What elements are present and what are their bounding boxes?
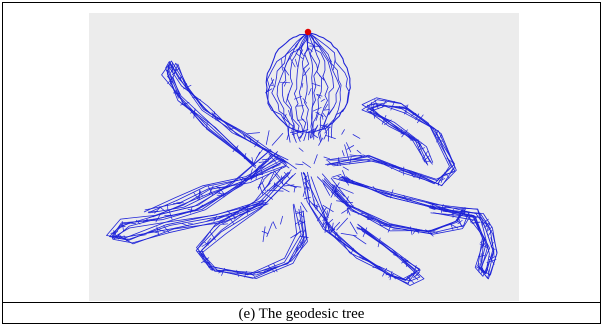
tentacle-6-strand [333,178,489,273]
body-segment [357,150,361,153]
body-segment [350,222,357,234]
tentacle-2-segment [257,272,265,273]
body-segment [281,216,283,224]
tentacle-5-segment [377,103,386,105]
body-segment [353,135,360,139]
caption-text: (e) The geodesic tree [239,306,365,323]
body-segment [323,183,330,195]
tentacle-5-strand [334,106,457,186]
geodesic-tree-illustration [89,13,519,301]
head-segment [313,107,321,111]
body-segment [314,155,317,164]
head-segment [329,107,334,115]
head-segment [314,126,318,133]
figure-caption: (e) The geodesic tree [3,302,600,325]
tentacle-8-segment [160,207,165,211]
body-segment [324,157,330,159]
head-segment [289,110,291,116]
tentacle-6-segment [443,211,447,212]
head-segment [333,60,335,70]
body-segment [299,148,303,151]
figure-image [89,13,519,301]
tentacle-1-strand [118,156,279,244]
tentacle-5-strand [332,105,455,186]
tentacle-6-strand [339,180,493,274]
body-segment [304,197,310,199]
body-segment [267,190,283,191]
body-segment [267,223,273,237]
tentacle-2-segment [252,204,260,205]
tentacle-2-segment [223,224,228,225]
head-segment [295,59,297,66]
head-segment [280,82,290,83]
body-segment [266,131,269,145]
tentacle-7-segment [368,215,369,220]
tentacle-6-strand [342,176,494,278]
body-segment [246,133,259,134]
body-segment [343,167,348,170]
body-segment [326,135,336,138]
tentacle-8-strand [150,165,286,213]
tentacle-1-segment [219,216,229,217]
tentacle-5-strand [326,100,455,184]
tentacle-3-strand [166,62,288,163]
head-segment [309,88,312,95]
body-segment [301,203,307,212]
body-segment [342,130,345,135]
head-segment [282,59,283,70]
body-segment [353,235,366,244]
body-segment [263,227,265,242]
root-vertex-marker [305,29,311,35]
body-segment [319,138,323,145]
body-segment [294,187,295,192]
tentacle-6-segment [409,199,413,200]
tentacle-1-segment [217,195,221,196]
body-segment [272,133,283,145]
head-segment [284,68,289,76]
tentacle-5-strand [327,105,451,180]
head-branch [272,32,308,142]
body-segment [296,164,303,165]
tentacle-6-segment [481,254,482,262]
head-segment [302,83,303,87]
tentacle-2-strand [202,173,306,278]
head-segment [270,85,275,86]
tentacle-5-strand [326,98,449,184]
body-segment [342,151,344,156]
head-segment [321,99,325,101]
tentacle-8-segment [177,202,184,203]
figure-frame: (e) The geodesic tree [2,2,601,324]
body-segment [273,222,276,229]
body-segment [303,162,311,168]
body-segment [339,187,353,193]
tentacle-6-strand [342,177,497,275]
body-segment [262,231,268,233]
body-segment [291,186,301,187]
